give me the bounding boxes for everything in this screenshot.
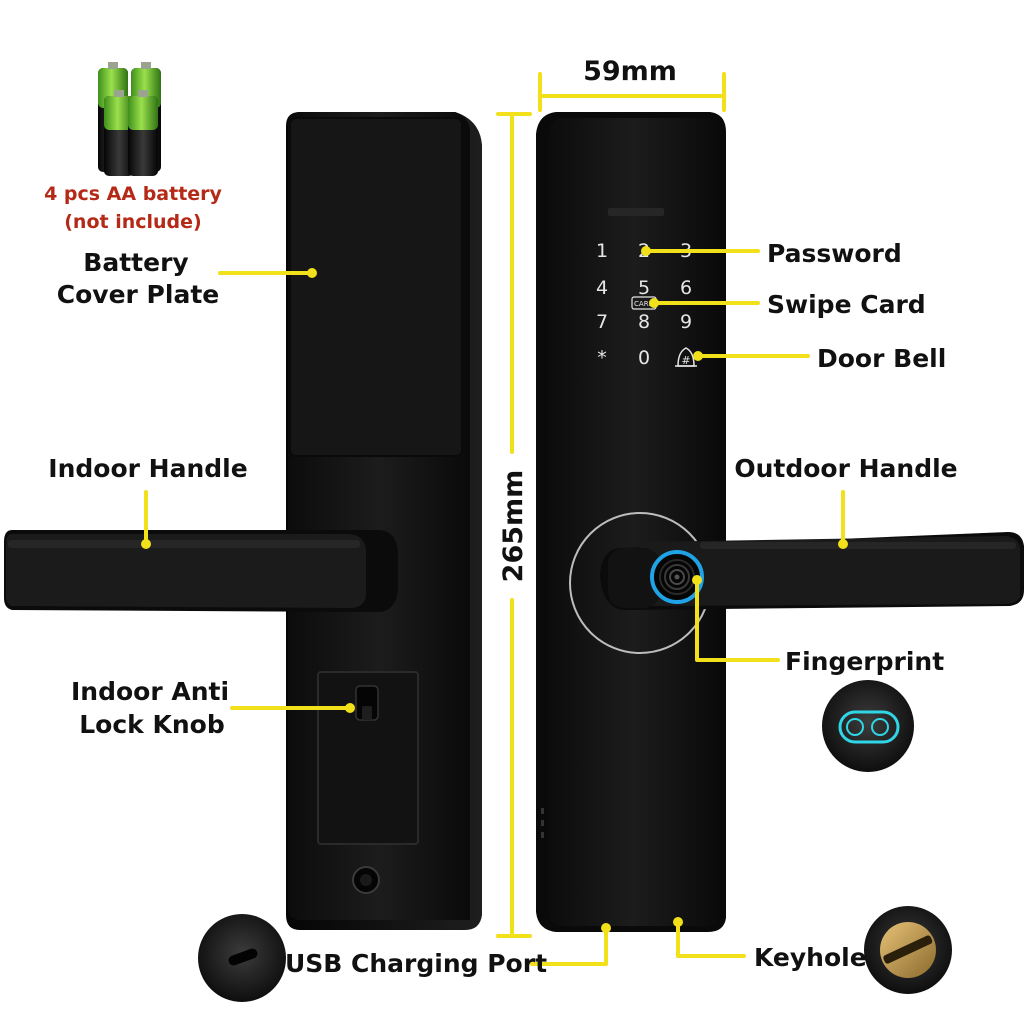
callout-password bbox=[641, 246, 760, 256]
callout-usb bbox=[530, 923, 611, 966]
label-indoor-anti-line1: Indoor Anti bbox=[71, 677, 229, 706]
battery-caption-line2: (not include) bbox=[64, 211, 201, 233]
callout-swipe-card bbox=[649, 298, 760, 308]
fingerprint-inset bbox=[822, 680, 914, 772]
label-battery-cover-line1: Battery bbox=[83, 248, 188, 277]
key-hash: # bbox=[681, 354, 690, 367]
anti-lock-knob bbox=[355, 685, 379, 721]
callout-battery-cover bbox=[218, 268, 317, 278]
label-indoor-handle: Indoor Handle bbox=[48, 454, 247, 483]
indoor-handle bbox=[4, 530, 398, 612]
callout-door-bell bbox=[693, 351, 810, 361]
key-4[interactable]: 4 bbox=[596, 277, 608, 299]
key-star[interactable]: * bbox=[597, 347, 607, 369]
height-dimension bbox=[496, 112, 532, 938]
battery-caption-line1: 4 pcs AA battery bbox=[44, 183, 222, 205]
label-password: Password bbox=[767, 239, 902, 268]
speaker-holes bbox=[541, 808, 544, 838]
anti-lock-plate bbox=[317, 671, 419, 845]
callout-anti-lock bbox=[230, 703, 355, 713]
key-1[interactable]: 1 bbox=[596, 240, 608, 262]
battery-pack-illustration bbox=[98, 62, 161, 176]
label-fingerprint: Fingerprint bbox=[785, 647, 944, 676]
callout-outdoor-handle bbox=[838, 490, 848, 549]
callout-keyhole bbox=[673, 917, 746, 958]
label-door-bell: Door Bell bbox=[817, 344, 946, 373]
battery-front-right bbox=[128, 90, 158, 176]
label-swipe-card: Swipe Card bbox=[767, 290, 926, 319]
label-indoor-anti-line2: Lock Knob bbox=[79, 710, 225, 739]
key-7[interactable]: 7 bbox=[596, 311, 608, 333]
key-9[interactable]: 9 bbox=[680, 311, 692, 333]
fingerprint-sensor[interactable] bbox=[650, 550, 704, 604]
battery-front-left bbox=[104, 90, 134, 176]
callout-fingerprint bbox=[692, 575, 780, 662]
key-5[interactable]: 5 bbox=[638, 277, 650, 299]
label-keyhole: Keyhole bbox=[754, 943, 867, 972]
keypad: 1 2 3 4 5 6 7 8 9 * 0 # CARD bbox=[596, 240, 697, 369]
label-usb-port: USB Charging Port bbox=[285, 949, 547, 978]
door-bell-icon[interactable]: # bbox=[675, 347, 697, 367]
usb-port-inset bbox=[198, 914, 286, 1002]
key-8[interactable]: 8 bbox=[638, 311, 650, 333]
battery-cover-plate bbox=[289, 117, 463, 457]
outdoor-panel bbox=[536, 112, 726, 932]
key-6[interactable]: 6 bbox=[680, 277, 692, 299]
height-dimension-label: 265mm bbox=[498, 470, 529, 583]
label-outdoor-handle: Outdoor Handle bbox=[734, 454, 957, 483]
card-marker-text: CARD bbox=[634, 300, 654, 308]
keyhole-inset bbox=[864, 906, 952, 994]
key-0[interactable]: 0 bbox=[638, 347, 650, 369]
indoor-panel bbox=[286, 112, 482, 930]
label-battery-cover-line2: Cover Plate bbox=[57, 280, 219, 309]
width-dimension bbox=[538, 72, 726, 112]
outdoor-handle bbox=[600, 532, 1024, 610]
width-dimension-label: 59mm bbox=[583, 56, 677, 87]
callout-indoor-handle bbox=[141, 490, 151, 549]
